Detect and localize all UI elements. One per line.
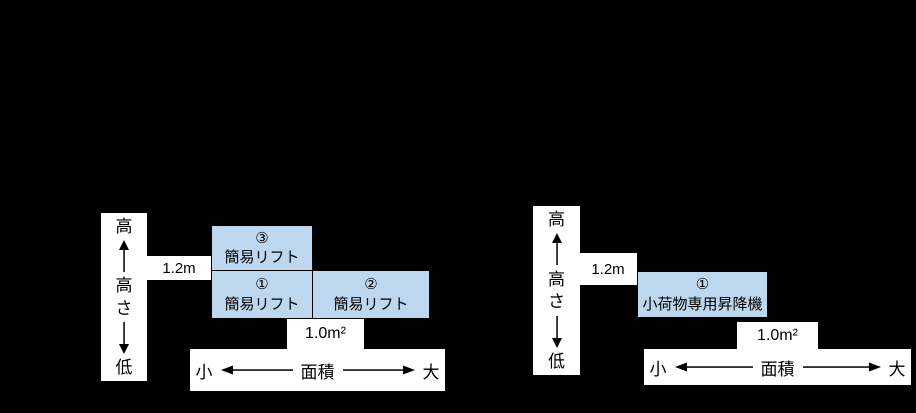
right-axis-high-label: 高 bbox=[548, 210, 565, 229]
left-axis-label-char-2: さ bbox=[115, 298, 133, 318]
left-axis-small-label: 小 bbox=[195, 362, 213, 382]
down-arrow-icon bbox=[117, 321, 131, 354]
lift-box-3-label: 簡易リフト bbox=[224, 249, 300, 266]
right-axis-small-label: 小 bbox=[649, 359, 667, 379]
lift-box-3-number: ③ bbox=[255, 229, 269, 247]
dumbwaiter-box-1-number: ① bbox=[695, 276, 710, 293]
right-height-axis: 高 高 さ 低 bbox=[533, 206, 580, 375]
right-area-axis-label: 面積 bbox=[760, 359, 795, 379]
dumbwaiter-box-1-label: 小荷物専用昇降機 bbox=[642, 295, 763, 313]
right-axis-large-label: 大 bbox=[888, 359, 906, 379]
lift-box-2: ② 簡易リフト bbox=[312, 270, 430, 319]
left-area-axis: 小 面積 大 bbox=[190, 349, 445, 391]
left-height-threshold-label: 1.2m bbox=[162, 259, 196, 277]
down-arrow-icon bbox=[550, 315, 564, 348]
left-long-arrow-icon bbox=[674, 361, 753, 373]
right-axis-low-label: 低 bbox=[548, 351, 565, 371]
right-height-threshold-label: 1.2m bbox=[591, 260, 625, 278]
up-arrow-icon bbox=[117, 240, 131, 273]
left-height-threshold: 1.2m bbox=[147, 256, 211, 280]
right-long-arrow-icon bbox=[342, 364, 415, 376]
right-area-axis: 小 面積 大 bbox=[644, 349, 911, 385]
right-area-threshold-label: 1.0m² bbox=[757, 326, 798, 344]
right-axis-label-char-2: さ bbox=[548, 292, 565, 312]
lift-box-2-label: 簡易リフト bbox=[333, 295, 409, 313]
left-area-threshold-label: 1.0m² bbox=[305, 325, 346, 342]
dumbwaiter-box-1: ① 小荷物専用昇降機 bbox=[637, 271, 768, 318]
lift-box-1-number: ① bbox=[255, 276, 269, 293]
lift-box-2-number: ② bbox=[364, 276, 378, 293]
lift-box-1-label: 簡易リフト bbox=[224, 295, 300, 313]
left-axis-large-label: 大 bbox=[422, 362, 440, 382]
right-area-threshold: 1.0m² bbox=[737, 322, 818, 349]
left-axis-low-label: 低 bbox=[115, 357, 133, 377]
left-area-threshold: 1.0m² bbox=[287, 319, 364, 349]
left-area-axis-label: 面積 bbox=[300, 362, 335, 382]
left-axis-high-label: 高 bbox=[115, 217, 133, 236]
lift-box-3: ③ 簡易リフト bbox=[211, 225, 313, 271]
left-height-axis: 高 高 さ 低 bbox=[101, 213, 147, 381]
up-arrow-icon bbox=[550, 233, 564, 266]
left-long-arrow-icon bbox=[220, 364, 293, 376]
right-long-arrow-icon bbox=[802, 361, 881, 373]
right-axis-label-char-1: 高 bbox=[548, 269, 565, 289]
left-axis-label-char-1: 高 bbox=[115, 276, 133, 296]
lift-box-1: ① 簡易リフト bbox=[211, 270, 313, 319]
right-height-threshold: 1.2m bbox=[579, 253, 637, 285]
